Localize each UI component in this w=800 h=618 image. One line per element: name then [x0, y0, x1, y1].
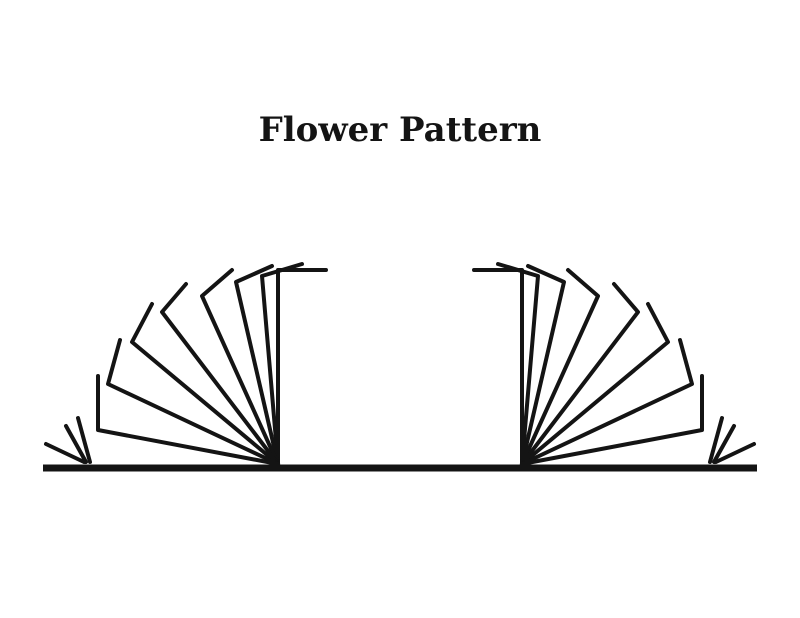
left-fan-rod — [276, 268, 328, 466]
right-fan-rod — [496, 262, 540, 466]
right-fan-rod — [520, 374, 704, 466]
left-fan-rod — [260, 262, 304, 466]
left-fan — [96, 262, 328, 466]
right-sprig-rod — [708, 416, 724, 464]
left-sprig-rod — [44, 442, 86, 464]
left-fan-rod — [96, 374, 280, 466]
left-fan-rod — [130, 302, 280, 466]
right-fan-rod — [520, 264, 566, 466]
right-fan-rod — [520, 338, 694, 466]
right-sprig-rod — [712, 424, 736, 464]
right-fan-rod — [520, 282, 640, 466]
diagram-title: Flower Pattern — [259, 110, 542, 150]
right-sprigs — [708, 416, 756, 464]
right-fan-rod — [472, 268, 524, 466]
right-sprig-rod — [714, 442, 756, 464]
left-fan-rod — [160, 282, 280, 466]
left-fan-rod — [234, 264, 280, 466]
right-fan-rod — [520, 302, 670, 466]
left-sprigs — [44, 416, 92, 464]
left-fan-rod — [200, 268, 280, 466]
left-sprig-rod — [76, 416, 92, 464]
left-sprig-rod — [64, 424, 88, 464]
right-fan — [472, 262, 704, 466]
right-fan-rod — [520, 268, 600, 466]
left-fan-rod — [106, 338, 280, 466]
